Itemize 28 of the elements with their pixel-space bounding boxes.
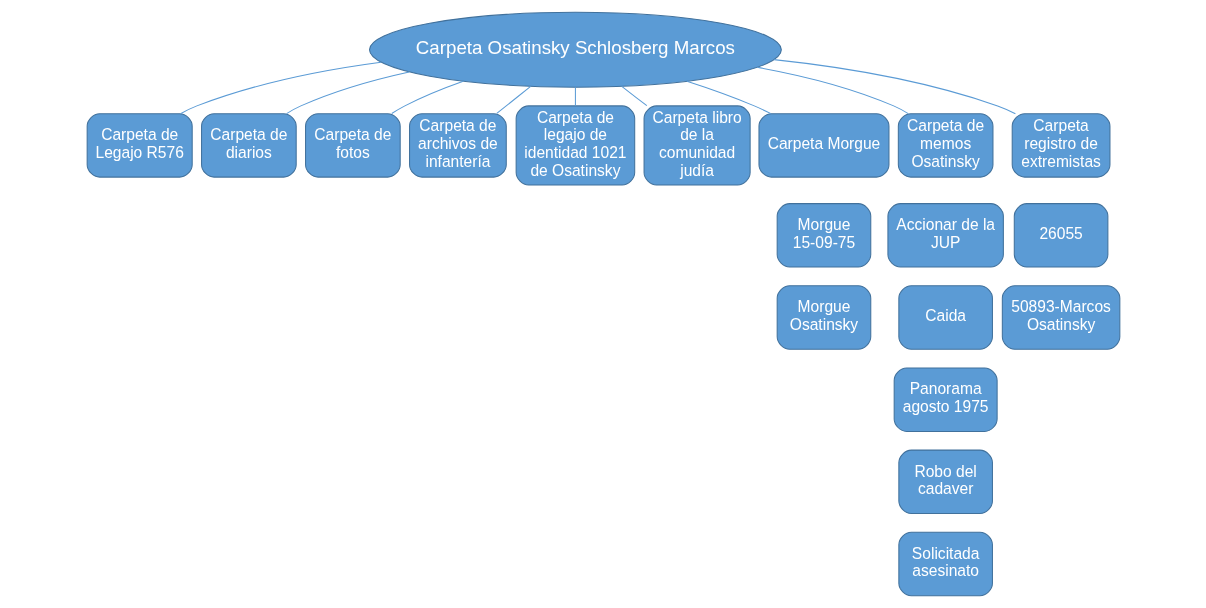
connector — [620, 85, 647, 107]
node-box: Carpeta Morgue — [757, 113, 889, 178]
node-box: Morgue 15-09-75 — [776, 203, 871, 268]
connector — [285, 71, 410, 115]
node-box: Panorama agosto 1975 — [893, 367, 998, 432]
node-box: Robo del cadaver — [897, 449, 993, 515]
node-box: Carpeta de Legajo R576 — [86, 113, 193, 178]
node-box: Morgue Osatinsky — [776, 285, 871, 350]
node-box: Carpeta de legajo de identidad 1021 de Osatinsky — [515, 105, 635, 186]
node-box: Carpeta de fotos — [304, 113, 401, 178]
node-box: 26055 — [1013, 203, 1108, 268]
node-box: Carpeta de archivos de infantería — [408, 113, 507, 178]
connector — [179, 61, 382, 115]
node-box: Carpeta de diarios — [200, 113, 297, 178]
connector — [390, 80, 464, 115]
node-box: Carpeta registro de extremistas — [1011, 113, 1110, 178]
connector — [773, 59, 1016, 115]
node-box: Caida — [897, 285, 993, 350]
node-ellipse: Carpeta Osatinsky Schlosberg Marcos — [368, 11, 782, 88]
connector — [574, 86, 576, 107]
node-box: Carpeta de memos Osatinsky — [897, 113, 993, 178]
connector — [756, 66, 909, 115]
node-box: Accionar de la JUP — [886, 203, 1004, 268]
node-box: Carpeta libro de la comunidad judía — [643, 105, 751, 186]
node-box: Solicitada asesinato — [897, 531, 993, 597]
connector — [685, 80, 771, 115]
node-box: 50893-Marcos Osatinsky — [1001, 285, 1120, 350]
connector — [495, 85, 531, 114]
